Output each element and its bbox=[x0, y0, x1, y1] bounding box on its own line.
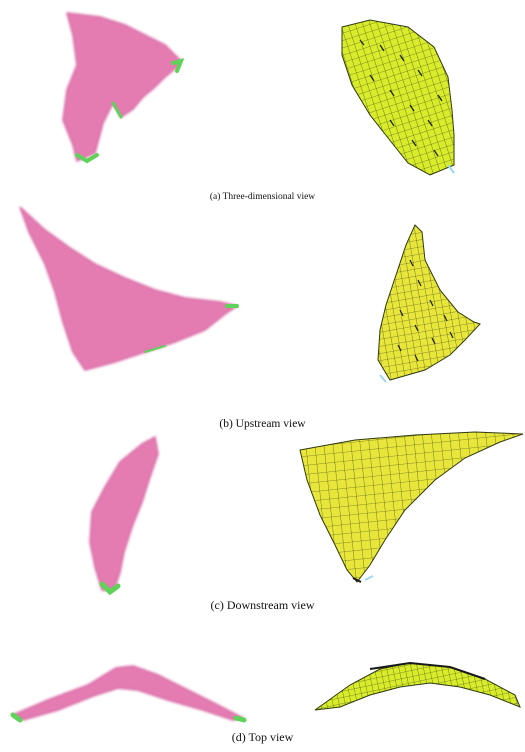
panel-d-left-shell bbox=[10, 665, 247, 723]
panel-c: (c) Downstream view bbox=[0, 430, 525, 615]
panel-b-left-shell bbox=[19, 206, 239, 371]
panel-b-caption: (b) Upstream view bbox=[219, 418, 306, 430]
panel-b-right-mesh bbox=[377, 224, 481, 383]
panel-a: (a) Three-dimensional view bbox=[0, 0, 525, 210]
panel-c-caption: (c) Downstream view bbox=[210, 598, 315, 612]
panel-d-caption: (d) Top view bbox=[231, 730, 294, 744]
panel-a-left-shell bbox=[62, 12, 185, 164]
panel-b: (b) Upstream view bbox=[0, 200, 525, 435]
panel-d-right-mesh bbox=[314, 661, 521, 711]
panel-a-caption: (a) Three-dimensional view bbox=[209, 192, 316, 202]
panel-a-right-mesh bbox=[341, 19, 455, 176]
panel-c-right-mesh bbox=[299, 431, 524, 583]
panel-d: (d) Top view bbox=[0, 615, 525, 752]
panel-c-left-shell bbox=[89, 435, 159, 596]
